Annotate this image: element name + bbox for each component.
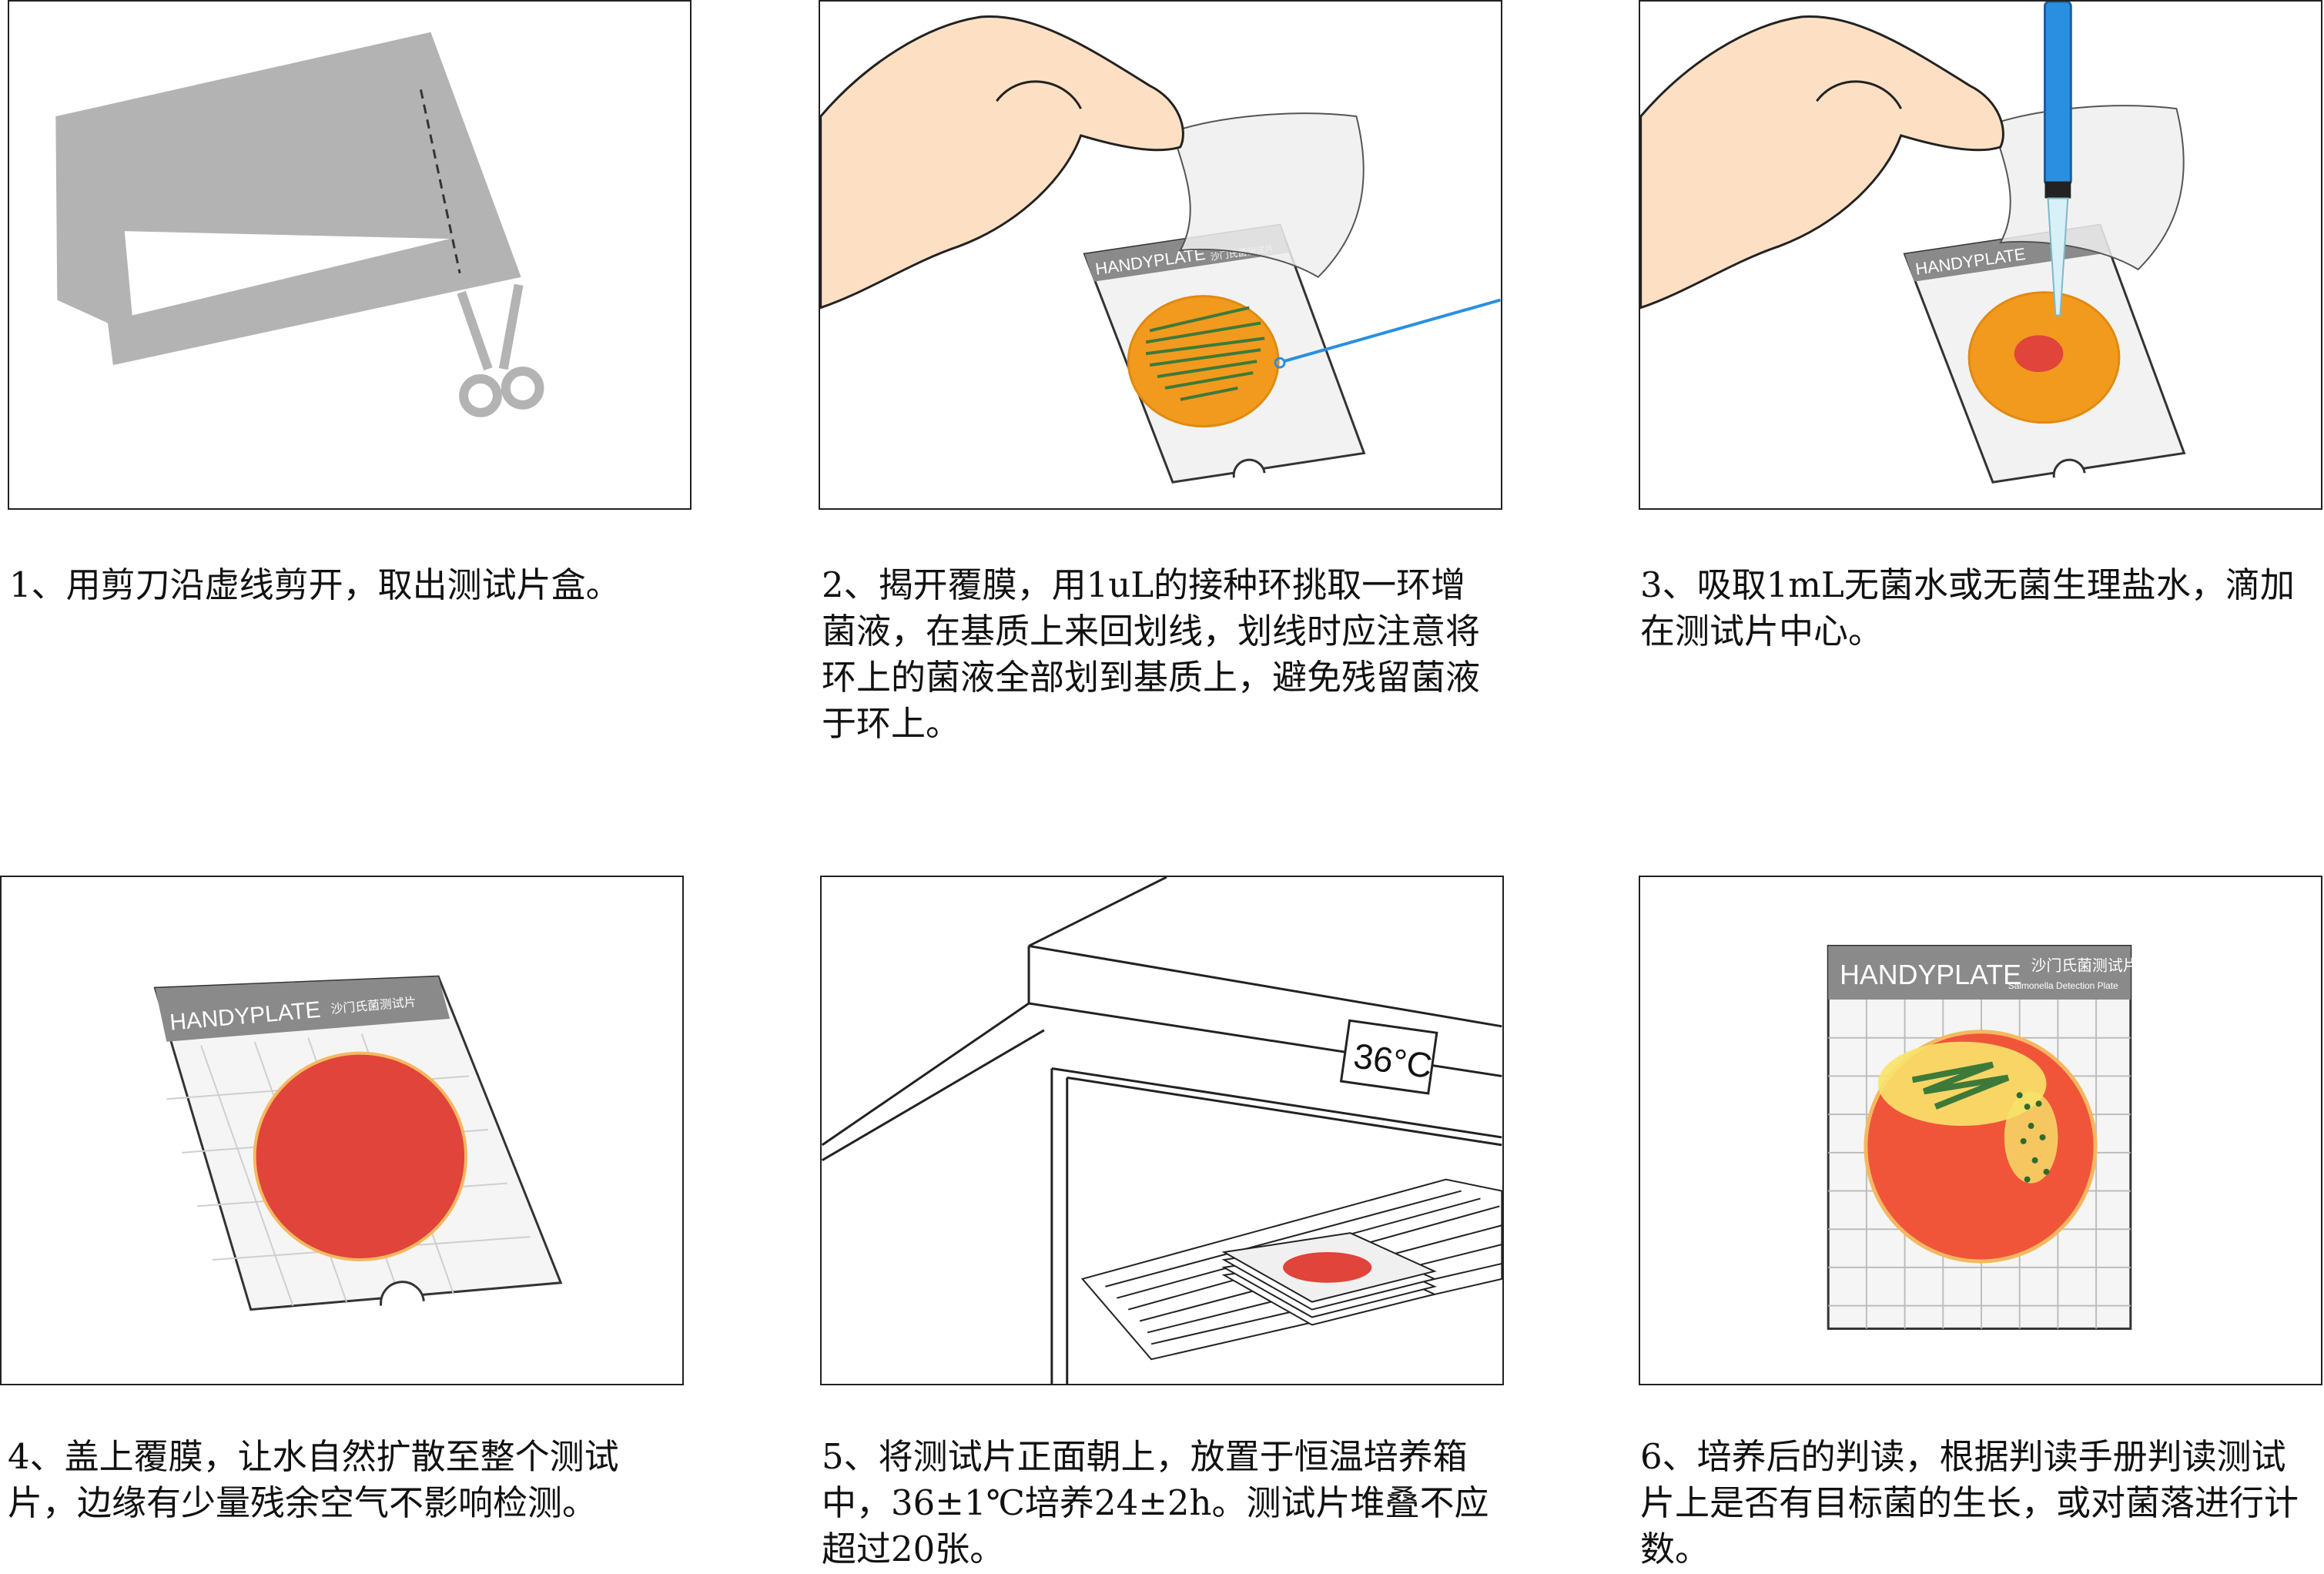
step4-illustration: HANDYPLATE 沙门氏菌测试片: [153, 975, 563, 1311]
cut-line: [419, 89, 461, 274]
step5-panel: 36°C: [820, 876, 1504, 1385]
plate-brand: HANDYPLATE: [1840, 959, 2021, 990]
colonies: [2016, 1092, 2050, 1183]
step6-caption: 6、培养后的判读，根据判读手册判读测试片上是否有目标菌的生长，或对菌落进行计数。: [1640, 1436, 2299, 1569]
streak-lines: [1145, 306, 1265, 401]
inoculation-loop: [1274, 298, 1501, 369]
red-matrix-circle: [1283, 1252, 1372, 1283]
step1-illustration: [55, 32, 544, 417]
peeled-film: [1171, 112, 1365, 279]
step2-panel: HANDYPLATE 沙门氏菌测试片: [819, 0, 1502, 510]
step4-panel: HANDYPLATE 沙门氏菌测试片: [0, 876, 684, 1385]
water-drop: [2014, 335, 2064, 373]
orange-matrix-circle: [1127, 295, 1280, 428]
step6-panel: HANDYPLATE 沙门氏菌测试片 Salmonella Detection …: [1639, 876, 2322, 1385]
step2-caption: 2、揭开覆膜，用1uL的接种环挑取一环增菌液，在基质上来回划线，划线时应注意将环…: [822, 564, 1481, 744]
pipette-icon: [2044, 2, 2072, 316]
plate-name-en: Salmonella Detection Plate: [2008, 980, 2118, 991]
test-plate-box-bag: [55, 32, 521, 366]
step1-caption: 1、用剪刀沿虚线剪开，取出测试片盒。: [9, 564, 621, 605]
step5-illustration: 36°C: [822, 877, 1502, 1384]
plate-name-cn: 沙门氏菌测试片: [2031, 956, 2138, 974]
step3-caption: 3、吸取1mL无菌水或无菌生理盐水，滴加在测试片中心。: [1640, 564, 2295, 651]
red-matrix-circle: [253, 1051, 468, 1261]
colony-halo: [2004, 1091, 2058, 1184]
step4-caption: 4、盖上覆膜，让水自然扩散至整个测试片，边缘有少量残余空气不影响检测。: [8, 1436, 619, 1523]
test-plate: HANDYPLATE 沙门氏菌测试片 Salmonella Detection …: [1827, 944, 2138, 1330]
peeled-film: [1991, 105, 2185, 271]
incubator-display: 36°C: [1339, 1019, 1438, 1095]
hand-icon: [1640, 15, 2004, 310]
hand-icon: [820, 15, 1184, 310]
test-plate: HANDYPLATE: [1903, 223, 2186, 484]
test-plate: HANDYPLATE 沙门氏菌测试片: [153, 975, 563, 1311]
step1-panel: [8, 0, 692, 510]
step3-illustration: HANDYPLATE: [1640, 2, 2186, 484]
stacked-test-plates: [1221, 1232, 1437, 1326]
step5-caption: 5、将测试片正面朝上，放置于恒温培养箱中，36±1℃培养24±2h。测试片堆叠不…: [822, 1436, 1489, 1569]
step6-illustration: HANDYPLATE 沙门氏菌测试片 Salmonella Detection …: [1827, 944, 2138, 1330]
step2-illustration: HANDYPLATE 沙门氏菌测试片: [820, 15, 1501, 484]
incubator: [822, 877, 1502, 1384]
step3-panel: HANDYPLATE: [1639, 0, 2322, 510]
scissors-icon: [457, 283, 544, 417]
streak-lines: [1911, 1061, 2010, 1110]
